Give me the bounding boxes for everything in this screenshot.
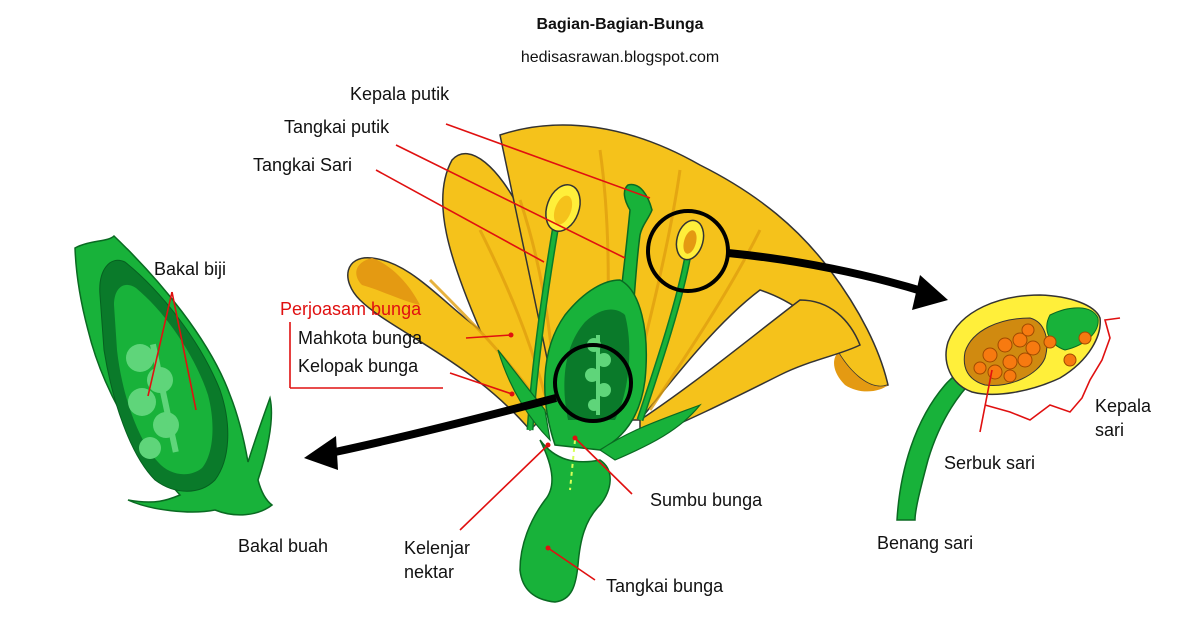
sepal-left [497,349,551,442]
label-bakal-buah: Bakal buah [238,536,328,556]
label-serbuk-sari: Serbuk sari [944,453,1035,473]
label-perhiasan-bunga: Perjoasam bunga [280,299,422,319]
arrow-head-right [912,275,948,310]
arrow-head-left [304,436,338,470]
label-kelenjar-nektar-2: nektar [404,562,454,582]
sepal-right [598,403,702,461]
label-kelenjar-nektar-1: Kelenjar [404,538,470,558]
ovule-detail-pattern [126,343,179,459]
ovule-pattern [585,335,611,415]
filament-detail [896,368,984,521]
diagram-title: Bagian-Bagian-Bunga [536,16,703,33]
magnifier-anther [646,209,730,293]
receptacle-axis-line [569,439,576,491]
diagram-subtitle: hedisasrawan.blogspot.com [521,49,719,66]
flower-illustration [347,124,889,603]
label-mahkota-bunga: Mahkota bunga [298,328,423,348]
label-kelopak-bunga: Kelopak bunga [298,356,419,376]
arrow-to-ovary-detail [334,394,558,456]
leader-lines [147,123,1121,581]
receptacle [519,439,611,603]
label-bakal-biji: Bakal biji [154,259,226,279]
magnifier-ovary [553,343,633,423]
label-benang-sari: Benang sari [877,533,973,553]
label-kepala-sari-1: Kepala [1095,396,1152,416]
ovary-detail [74,234,274,516]
petal-shadow-left [356,258,420,305]
petal-right-lower [639,299,861,442]
label-sumbu-bunga: Sumbu bunga [650,490,763,510]
label-kepala-sari-2: sari [1095,420,1124,440]
label-tangkai-sari: Tangkai Sari [253,155,352,175]
label-tangkai-bunga: Tangkai bunga [606,576,724,596]
label-tangkai-putik: Tangkai putik [284,117,390,137]
pollen-grains [973,323,1092,383]
label-kepala-putik: Kepala putik [350,84,450,104]
petal-shadow-right [834,352,888,392]
arrow-to-anther-detail [727,249,927,296]
leader-dots [508,332,578,551]
anther-detail [896,294,1101,521]
